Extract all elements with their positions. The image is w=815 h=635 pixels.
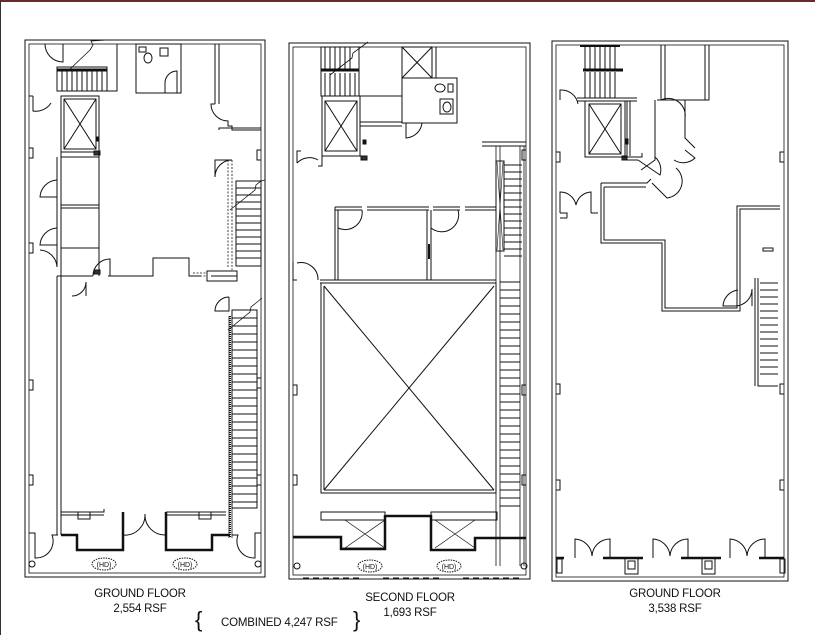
plan-second-floor: (HD) (HD) — [288, 41, 531, 580]
plan-1-floor-label: GROUND FLOOR — [94, 588, 186, 600]
restroom — [135, 43, 182, 94]
brace-close: } — [353, 607, 361, 632]
combined-area-label: COMBINED 4,247 RSF — [221, 617, 338, 629]
plan-ground-floor-right — [551, 40, 789, 582]
storefront-right-plan — [556, 538, 786, 575]
stair-right-upper-left-plan — [214, 159, 266, 270]
elevator-left — [60, 95, 101, 156]
storefront-left-plan: (HD) (HD) — [28, 509, 262, 571]
svg-text:(HD): (HD) — [363, 564, 378, 571]
svg-text:(HD): (HD) — [178, 562, 193, 569]
plan-2-floor-label: SECOND FLOOR — [365, 592, 455, 604]
plan-3-caption: GROUND FLOOR 3,538 RSF — [620, 587, 730, 617]
plan-ground-floor-left: (HD) (HD) — [24, 39, 266, 578]
stair-right-second — [482, 141, 526, 566]
stair-upper-left — [56, 39, 108, 92]
plan-2-caption: SECOND FLOOR 1,693 RSF — [350, 591, 470, 621]
stair-upper-second — [320, 41, 369, 97]
plan-3-floor-label: GROUND FLOOR — [629, 588, 721, 600]
svg-text:(HD): (HD) — [97, 562, 112, 569]
brace-open: { — [195, 607, 203, 632]
plan-2-area-label: 1,693 RSF — [383, 607, 437, 619]
plan-1-area-label: 2,554 RSF — [113, 603, 167, 615]
plan-3-area-label: 3,538 RSF — [648, 603, 702, 615]
stair-upper-right-plan — [577, 45, 637, 102]
svg-text:(HD): (HD) — [442, 564, 457, 571]
stair-lower-right-plan — [722, 247, 778, 387]
storefront-second: (HD) (HD) — [293, 511, 528, 573]
elevator-second — [321, 95, 368, 161]
elevator-right — [584, 100, 629, 161]
plan-1-caption: GROUND FLOOR 2,554 RSF — [85, 587, 195, 617]
open-to-below — [320, 282, 497, 494]
combined-area-callout: { COMBINED 4,247 RSF } — [195, 608, 365, 634]
offices-second — [320, 206, 496, 284]
stair-right-lower-left-plan — [214, 296, 263, 538]
